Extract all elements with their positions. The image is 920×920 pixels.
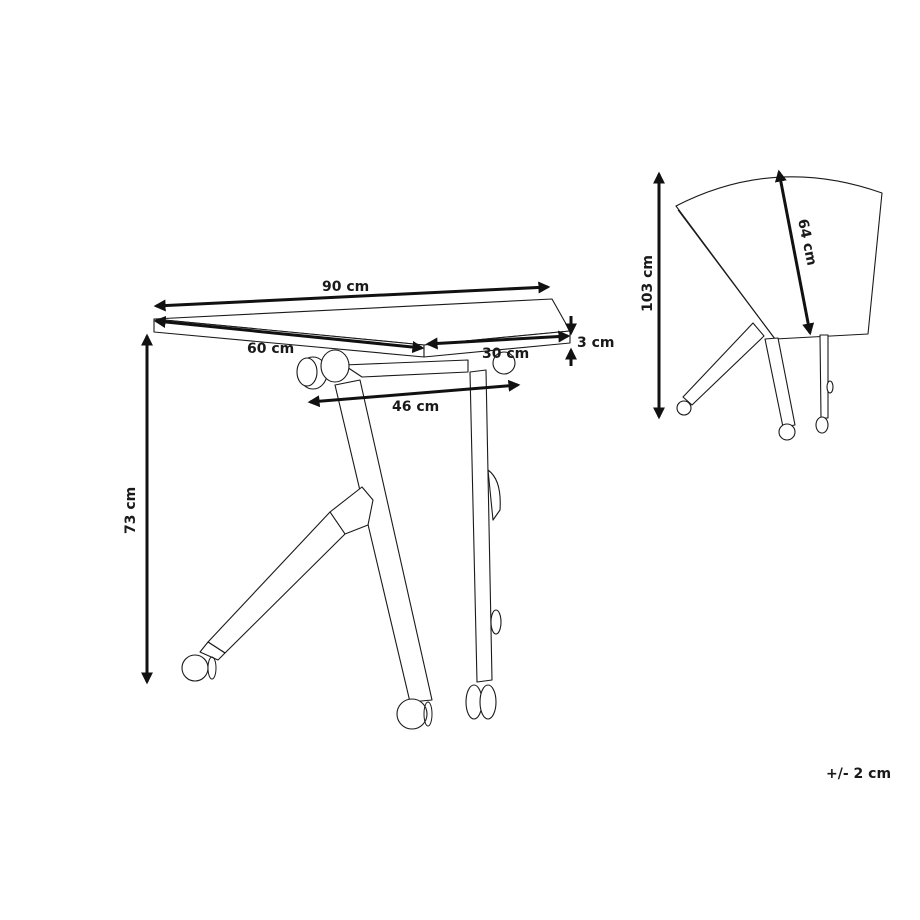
folded-height-label: 103 cm [640, 255, 656, 312]
leg-span-label: 46 cm [392, 399, 439, 415]
dimension-arrows-folded [653, 169, 815, 420]
folded-tabletop [675, 176, 883, 340]
dimension-arrows-unfolded [141, 281, 577, 685]
front-leg [334, 379, 433, 703]
depth-right-label: 30 cm [482, 346, 529, 362]
tolerance-note: +/- 2 cm [826, 766, 892, 782]
rear-leg [469, 369, 493, 683]
unfolded-table-drawing [153, 298, 571, 730]
diagonal-brace [199, 486, 374, 661]
thickness-label: 3 cm [577, 335, 615, 351]
depth-left-label: 60 cm [247, 341, 294, 357]
right-hinge-knob [492, 351, 516, 375]
width-label: 90 cm [322, 279, 369, 295]
left-hinge-knobs [296, 349, 350, 390]
casters [181, 654, 497, 730]
height-label: 73 cm [123, 487, 139, 534]
folded-table-drawing [675, 176, 883, 441]
